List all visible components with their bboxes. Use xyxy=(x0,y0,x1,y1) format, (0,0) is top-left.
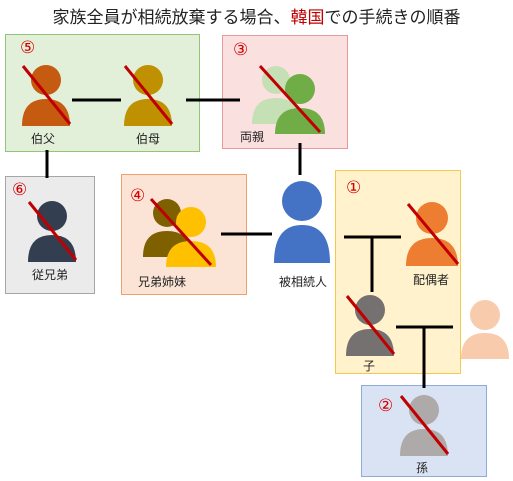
person-icon-child xyxy=(345,295,396,356)
order-number-cousins: ⑥ xyxy=(12,180,28,200)
title-suffix: での手続きの順番 xyxy=(324,8,461,28)
label-parents: 両親 xyxy=(240,130,265,144)
person-icon-parents xyxy=(252,64,325,134)
person-icon-grandchild xyxy=(399,395,450,456)
order-number-uncle-aunt: ⑤ xyxy=(20,38,36,58)
title-prefix: 家族全員が相続放棄する場合、 xyxy=(52,8,291,28)
person-icon-cousin xyxy=(27,201,78,262)
label-spouse: 配偶者 xyxy=(413,273,450,287)
label-child: 子 xyxy=(363,359,376,373)
person-icon-aunt xyxy=(123,65,174,126)
order-number-siblings: ④ xyxy=(130,186,146,206)
person-icon-deceased xyxy=(274,181,330,263)
order-number-parents: ③ xyxy=(233,40,249,60)
order-number-spouse-child: ① xyxy=(346,178,362,198)
label-siblings: 兄弟姉妹 xyxy=(138,275,187,289)
label-deceased: 被相続人 xyxy=(279,275,328,289)
label-cousin: 従兄弟 xyxy=(32,268,69,282)
person-icon-child-partner xyxy=(461,300,509,359)
label-grandchild: 孫 xyxy=(416,461,429,475)
person-icon-uncle xyxy=(21,65,72,126)
diagram-title: 家族全員が相続放棄する場合、韓国での手続きの順番 xyxy=(0,3,513,28)
label-aunt: 伯母 xyxy=(136,132,161,146)
label-uncle: 伯父 xyxy=(31,132,56,146)
person-icon-siblings xyxy=(143,197,216,267)
group-box-cousins xyxy=(5,176,95,294)
title-highlight: 韓国 xyxy=(290,8,325,28)
group-box-uncle-aunt xyxy=(5,34,200,152)
person-icon-spouse xyxy=(406,202,460,266)
order-number-grandchild: ② xyxy=(378,396,394,416)
